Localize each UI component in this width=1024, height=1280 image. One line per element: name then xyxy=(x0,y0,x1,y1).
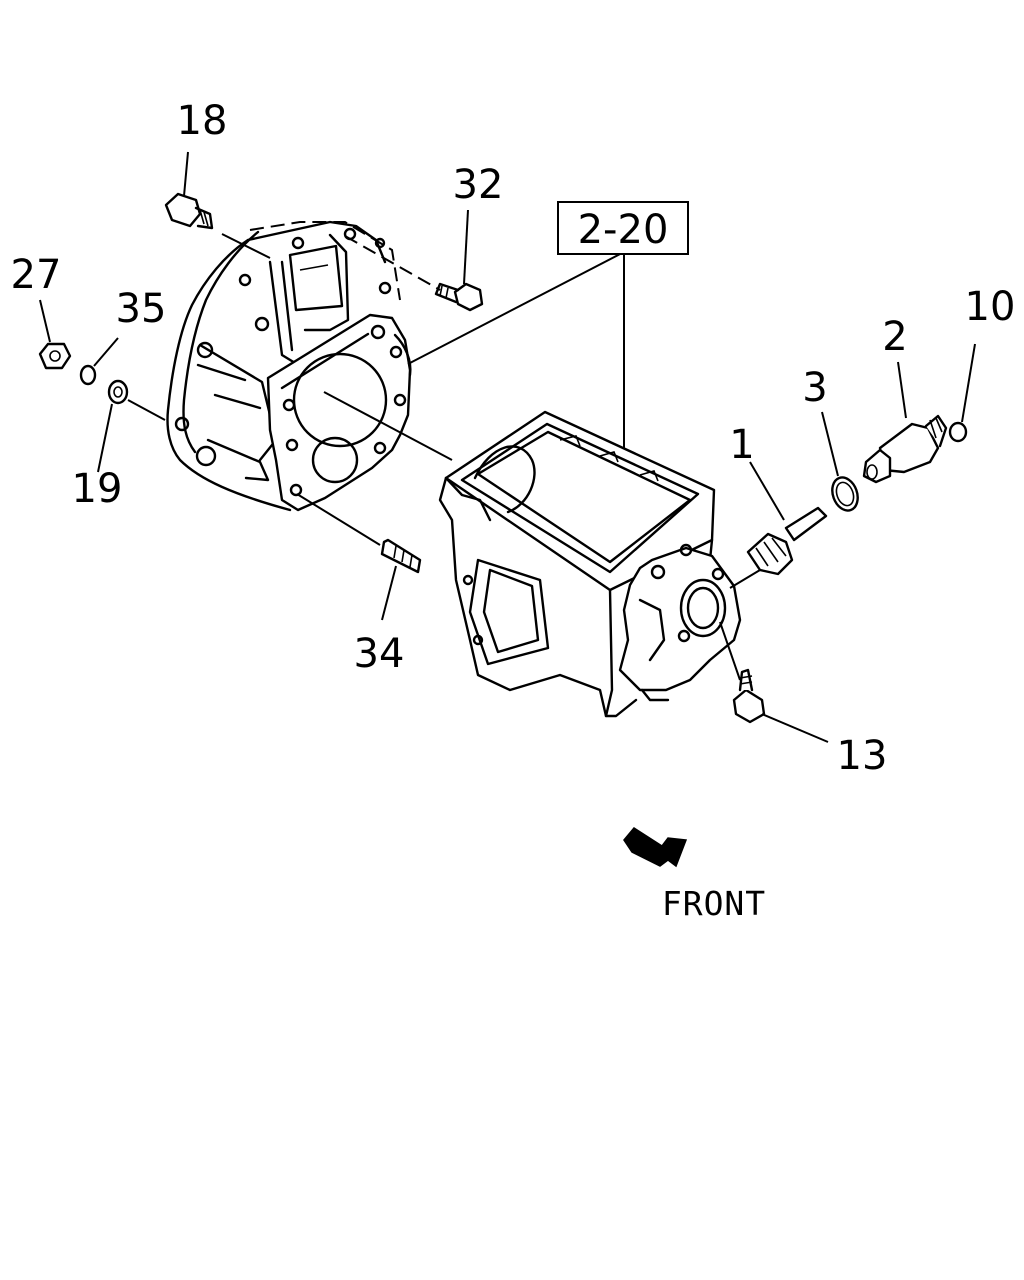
callout-35: 35 xyxy=(116,286,167,332)
callout-numbers: 18 32 27 35 19 34 2 10 3 1 13 xyxy=(11,98,1016,779)
callout-13: 13 xyxy=(837,733,888,779)
callout-2: 2 xyxy=(882,314,907,360)
callout-18: 18 xyxy=(177,98,228,144)
front-indicator: FRONT xyxy=(623,827,766,923)
callout-3: 3 xyxy=(802,365,827,411)
transmission-case xyxy=(438,410,742,718)
front-arrow-icon xyxy=(623,827,688,868)
callout-1: 1 xyxy=(729,422,754,468)
o-ring-3 xyxy=(831,476,859,512)
plug-10 xyxy=(948,421,968,443)
callout-10: 10 xyxy=(965,284,1016,330)
bolt-32 xyxy=(434,282,484,312)
reference-box: 2-20 xyxy=(557,201,689,255)
callout-32: 32 xyxy=(453,162,504,208)
adapter-plate xyxy=(266,313,412,512)
front-label: FRONT xyxy=(662,884,766,923)
nut-27 xyxy=(38,342,72,370)
callout-34: 34 xyxy=(354,631,405,677)
driven-gear-1 xyxy=(746,506,828,576)
lock-washer-35 xyxy=(79,364,97,386)
callout-27: 27 xyxy=(11,252,62,298)
leader-lines xyxy=(127,233,761,681)
bolt-18 xyxy=(164,192,214,230)
sleeve-2 xyxy=(862,414,948,484)
stud-34 xyxy=(380,538,422,574)
callout-leaders xyxy=(39,151,976,743)
washer-19 xyxy=(107,379,129,405)
reference-label: 2-20 xyxy=(578,207,669,253)
bolt-13 xyxy=(732,668,766,724)
callout-19: 19 xyxy=(72,466,123,512)
